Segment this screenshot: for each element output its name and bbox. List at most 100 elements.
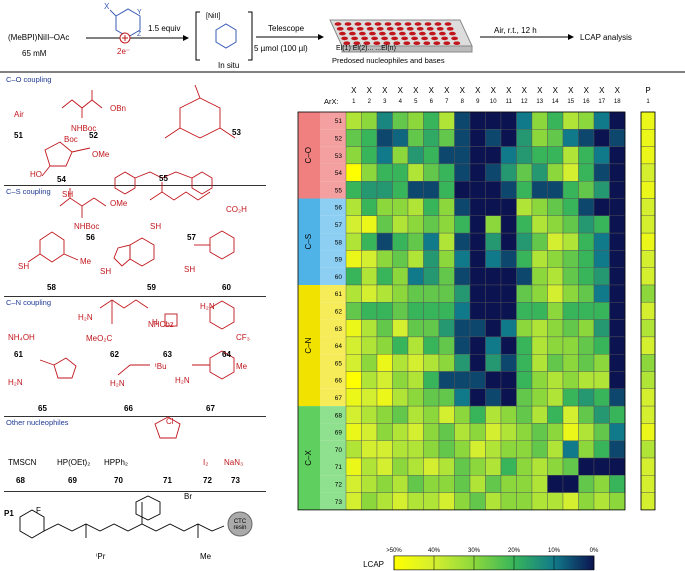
heatmap-cell (500, 198, 517, 216)
heatmap-cell (500, 319, 517, 338)
plate-well (349, 31, 356, 36)
plate-well (414, 22, 422, 26)
extra-column-cell (640, 457, 656, 476)
extra-column-cell (640, 475, 656, 493)
column-x-header: X (398, 86, 404, 95)
heatmap-cell (454, 336, 471, 355)
heatmap-cell (454, 302, 471, 320)
heatmap-cell (562, 492, 579, 511)
plate-well (404, 22, 412, 26)
heatmap-cell (361, 492, 378, 511)
heatmap-cell (547, 492, 564, 511)
heatmap-cell (562, 180, 579, 199)
legend-tick: 10% (548, 548, 561, 554)
plate-well (373, 41, 381, 45)
in-situ-label: In situ (218, 61, 240, 70)
heatmap-cell (438, 336, 455, 355)
heatmap-cell (345, 405, 362, 424)
conditions-label: Air, r.t., 12 h (494, 26, 537, 35)
heatmap-cell (469, 163, 486, 182)
column-tick-label: 11 (506, 99, 513, 105)
heatmap-cell (361, 423, 378, 441)
extra-column-cell (640, 146, 656, 165)
heatmap-cell (609, 250, 626, 268)
extra-column-cell (640, 180, 656, 199)
heatmap-cell (485, 250, 502, 268)
plate-well (391, 36, 398, 41)
heatmap-cell (578, 371, 595, 389)
heatmap-cell (361, 180, 378, 199)
heatmap-cell (485, 371, 502, 389)
heatmap-cell (516, 267, 533, 286)
p1-ipr: ⁱPr (96, 552, 106, 561)
heatmap-cell (578, 475, 595, 493)
heatmap-cell (345, 267, 362, 286)
plate-well (396, 27, 404, 31)
heatmap-cell (500, 284, 517, 303)
heatmap-cell (423, 111, 440, 130)
analysis-label: LCAP analysis (580, 33, 632, 42)
text-ome-54: OMe (92, 150, 110, 159)
heatmap-cell (438, 111, 455, 130)
plate-well (343, 41, 351, 45)
heatmap-cell (485, 129, 502, 147)
heatmap-cell (469, 267, 486, 286)
heatmap-cell (361, 354, 378, 372)
heatmap-cell (547, 319, 564, 338)
text-sh-59: SH (100, 267, 112, 276)
plate-well (363, 41, 371, 45)
heatmap-cell (485, 423, 502, 441)
heatmap-cell (361, 163, 378, 182)
heatmap-cell (423, 232, 440, 251)
heatmap-cell (531, 319, 548, 338)
group-band (298, 285, 320, 407)
row-tick-label: 71 (335, 464, 343, 471)
heatmap-cell (593, 457, 610, 476)
heatmap-cell (469, 111, 486, 130)
text-ho: HO (30, 170, 42, 179)
heatmap-cell (423, 267, 440, 286)
compound-67-number: 67 (206, 404, 215, 413)
heatmap-cell (454, 492, 471, 511)
heatmap-cell (438, 180, 455, 199)
heatmap-cell (407, 250, 424, 268)
heatmap-cell (485, 146, 502, 165)
plate-well (419, 31, 426, 36)
heatmap-cell (345, 354, 362, 372)
heatmap-cell (531, 457, 548, 476)
heatmap-cell (392, 388, 409, 407)
heatmap-cell (392, 302, 409, 320)
row-tick-label: 58 (335, 239, 343, 246)
heatmap-cell (361, 388, 378, 407)
heatmap-cell (407, 354, 424, 372)
heatmap-cell (531, 284, 548, 303)
heatmap-cell (578, 440, 595, 459)
heatmap-cell (361, 405, 378, 424)
heatmap-cell (578, 198, 595, 216)
row-tick-label: 63 (335, 326, 343, 333)
heatmap-cell (531, 267, 548, 286)
compound-73-number: 73 (231, 476, 240, 485)
heatmap-cell (407, 180, 424, 199)
heatmap-cell (531, 180, 548, 199)
heatmap-cell (609, 302, 626, 320)
compound-73-formula: NaN₃ (224, 458, 244, 467)
heatmap-cell (469, 492, 486, 511)
heatmap-cell (376, 388, 393, 407)
row-label-bg (320, 423, 346, 441)
row-label-bg (320, 215, 346, 234)
heatmap-cell (562, 232, 579, 251)
heatmap-cell (376, 163, 393, 182)
heatmap-cell (361, 319, 378, 338)
reagent-conc: 65 mM (22, 49, 47, 58)
heatmap-cell (361, 302, 378, 320)
heatmap-cell (454, 267, 471, 286)
heatmap-cell (485, 180, 502, 199)
text-nhcbz: NHCbz (148, 320, 174, 329)
heatmap-cell (376, 284, 393, 303)
compound-51-formula: Air (14, 110, 24, 119)
plate-well (441, 36, 448, 41)
heatmap-cell (516, 354, 533, 372)
heatmap-cell (485, 232, 502, 251)
heatmap-cell (361, 198, 378, 216)
